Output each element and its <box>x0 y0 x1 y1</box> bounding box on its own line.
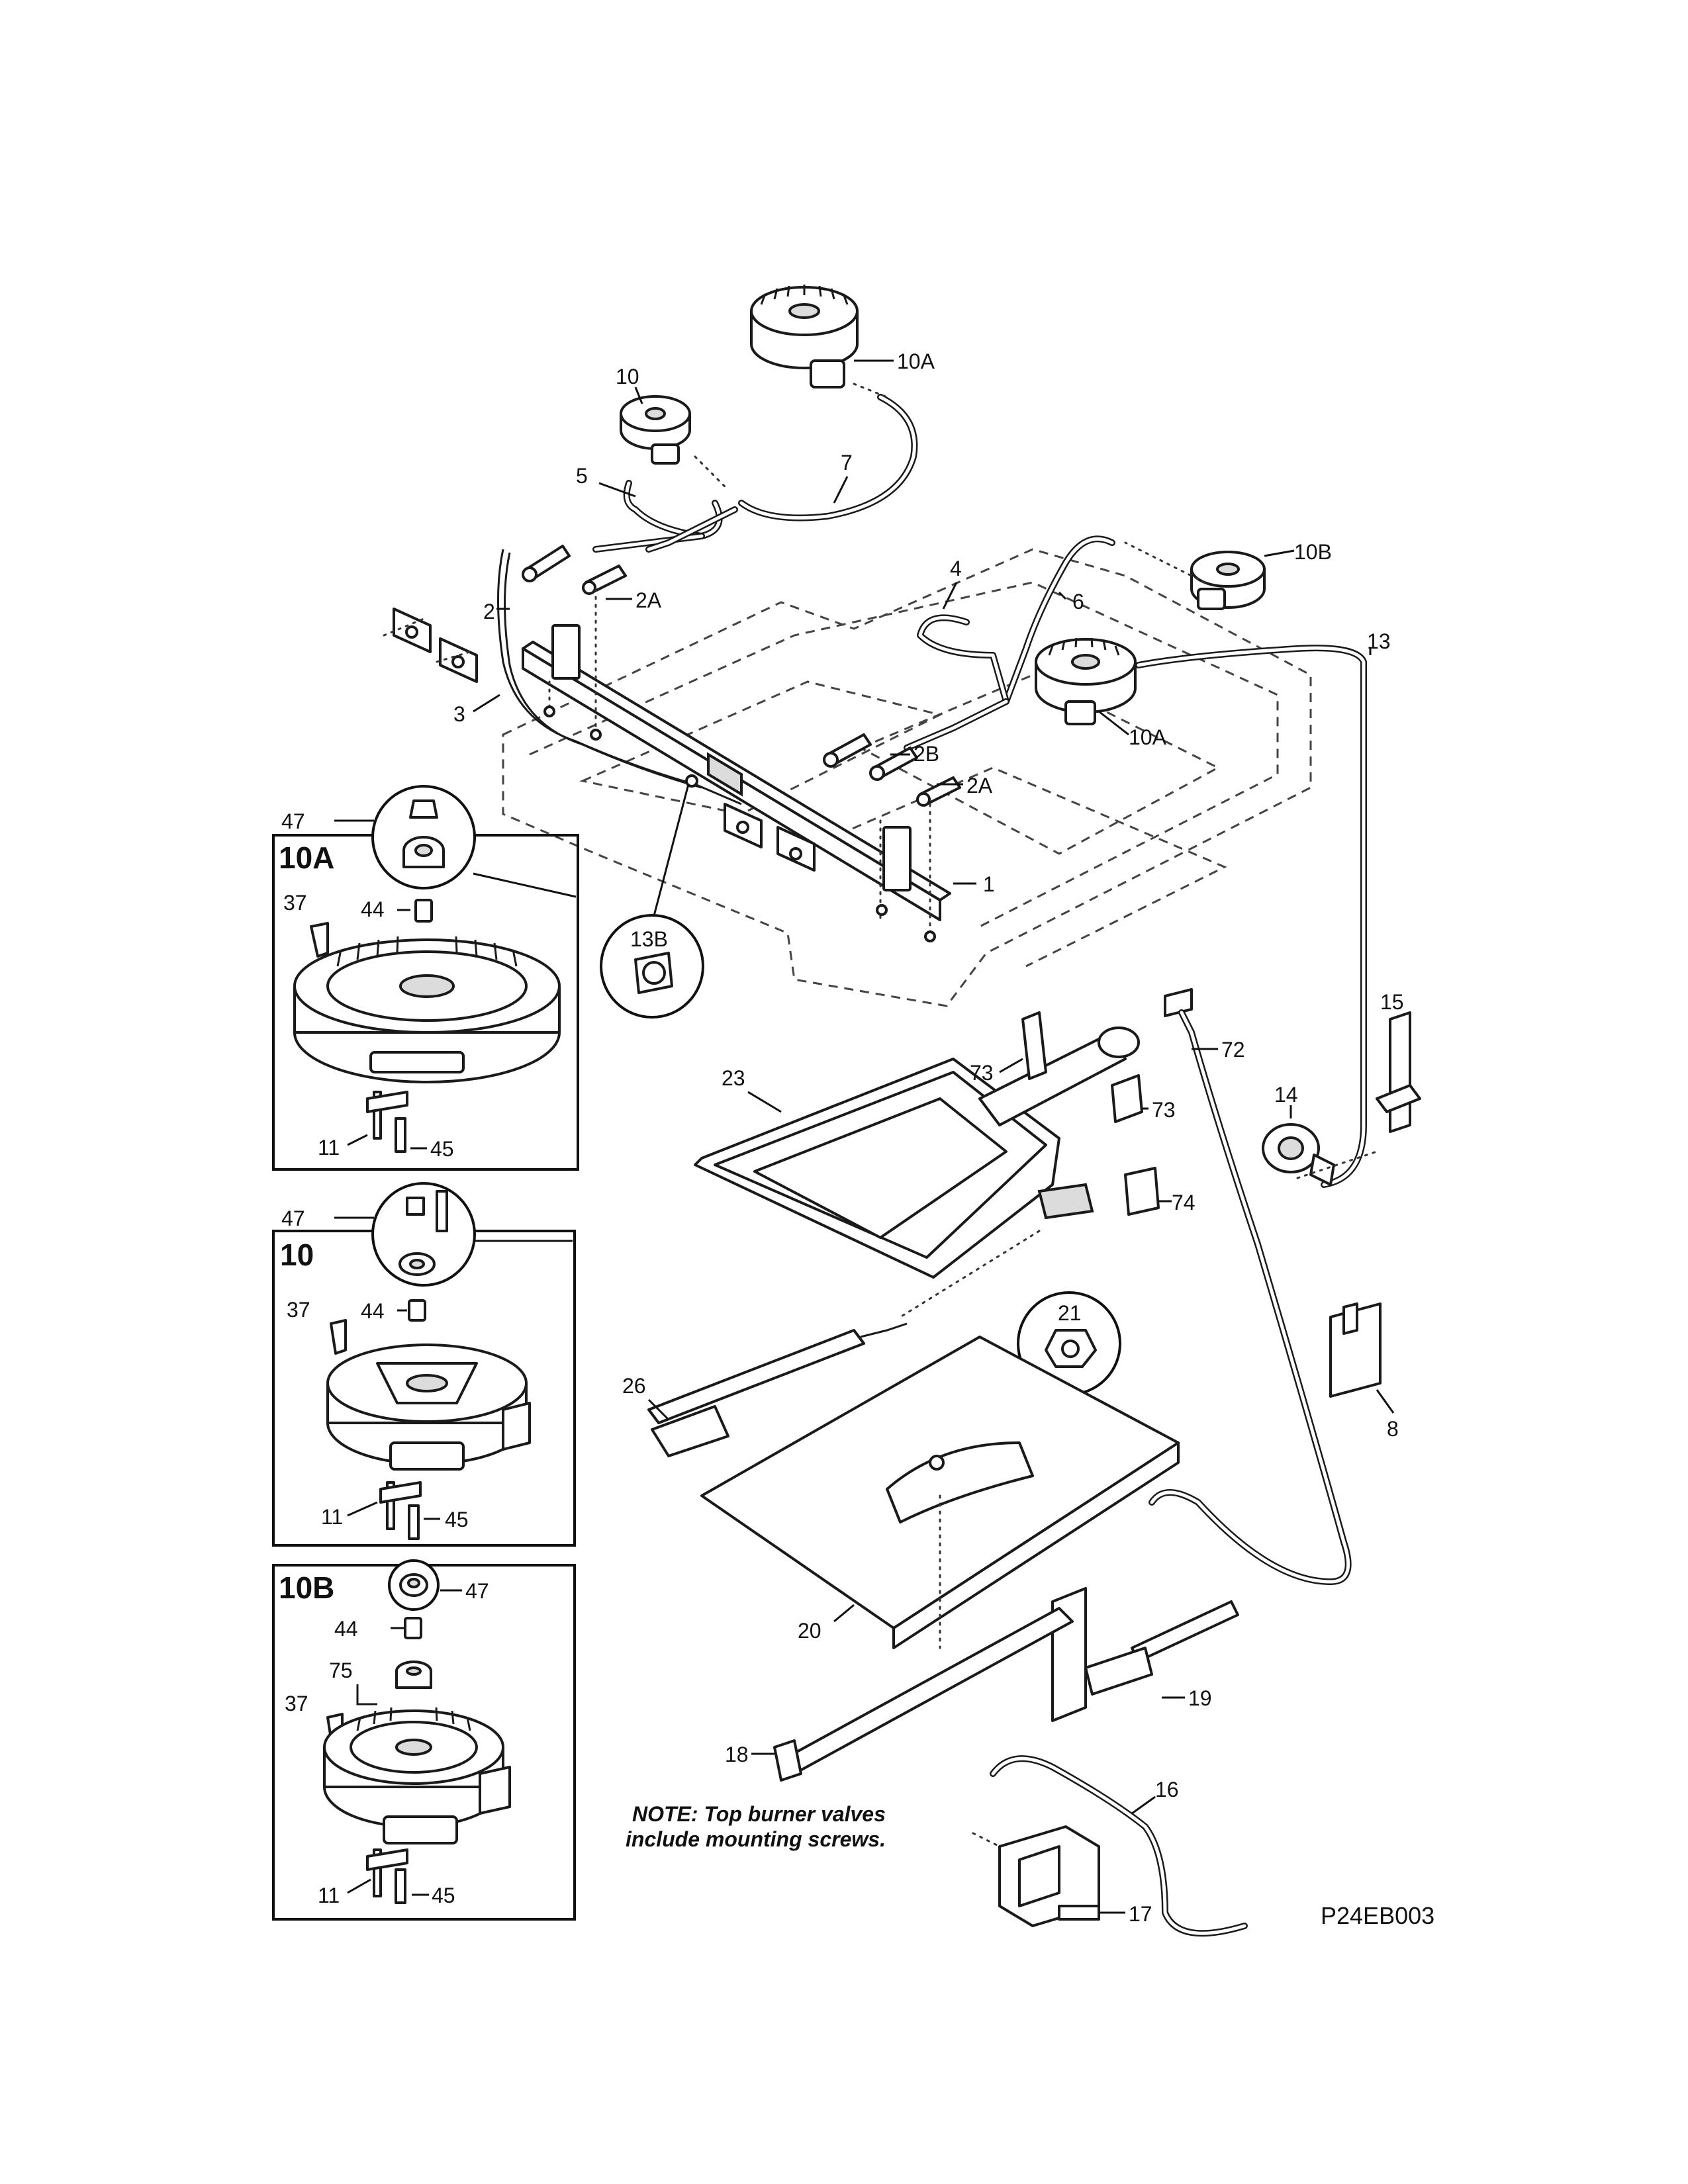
detail-10A-callout-47: 47 <box>281 809 305 833</box>
part-15-bracket <box>1376 1011 1421 1133</box>
callout-3: 3 <box>453 702 465 726</box>
part-26-igniter <box>647 1322 908 1457</box>
callout-10A-right: 10A <box>1129 725 1167 749</box>
callout-1: 1 <box>983 872 995 896</box>
detail-10B-callout-75: 75 <box>329 1659 353 1682</box>
callout-10A-top: 10A <box>897 349 935 373</box>
note-line-2: include mounting screws. <box>626 1827 886 1851</box>
callout-16: 16 <box>1155 1778 1179 1801</box>
detail-10A-callout-45: 45 <box>430 1137 454 1161</box>
alignment-lines-lower <box>899 1150 1378 1848</box>
callout-10B: 10B <box>1294 540 1332 564</box>
manifold-screws <box>543 705 936 942</box>
detail-10A-title: 10A <box>279 841 334 875</box>
callout-21: 21 <box>1058 1301 1082 1325</box>
callout-2A-left: 2A <box>635 588 662 612</box>
detail-box-10: 10 47 37 44 11 45 <box>272 1182 576 1547</box>
callout-18: 18 <box>725 1743 749 1766</box>
detail-box-10B: 10B 47 44 75 37 11 45 <box>272 1559 576 1921</box>
callout-73-b: 73 <box>1152 1098 1176 1122</box>
detail-10-callout-45: 45 <box>445 1508 469 1531</box>
detail-10B-callout-47: 47 <box>465 1579 489 1603</box>
callout-15: 15 <box>1380 990 1404 1014</box>
callout-74: 74 <box>1172 1191 1196 1214</box>
detail-10B-callout-11: 11 <box>318 1884 340 1907</box>
part-20-shield <box>700 1336 1180 1649</box>
callout-19: 19 <box>1188 1686 1212 1710</box>
manifold-bar <box>522 624 951 921</box>
callouts-top: 10A 10 7 5 2 2A 3 4 6 10B 13 10A 2B 2A 1… <box>453 349 1391 951</box>
callout-8: 8 <box>1387 1417 1399 1441</box>
callout-2: 2 <box>483 600 495 623</box>
detail-10A-callout-11: 11 <box>318 1136 340 1160</box>
callout-13B: 13B <box>630 927 668 951</box>
callout-4: 4 <box>950 557 962 580</box>
callout-26: 26 <box>622 1374 646 1398</box>
detail-10B-callout-44: 44 <box>334 1617 358 1641</box>
callout-2B: 2B <box>914 742 939 766</box>
detail-10B-callout-45: 45 <box>432 1884 455 1907</box>
callout-13: 13 <box>1367 629 1391 653</box>
detail-10-callout-37: 37 <box>287 1298 310 1322</box>
callout-14: 14 <box>1274 1083 1298 1107</box>
detail-10B-callout-37: 37 <box>285 1692 308 1715</box>
detail-10-title: 10 <box>280 1238 314 1272</box>
part-14-regulator <box>1262 1123 1335 1186</box>
callout-20: 20 <box>798 1619 821 1643</box>
part-17-valve <box>998 1825 1100 1927</box>
part-74-bracket <box>1124 1167 1160 1216</box>
range-frame-outline <box>502 548 1312 1007</box>
callout-5: 5 <box>576 464 588 488</box>
callout-17: 17 <box>1129 1902 1152 1926</box>
burner-10A-right <box>1035 637 1137 725</box>
part-8-relay <box>1329 1302 1382 1398</box>
callout-72: 72 <box>1221 1038 1245 1062</box>
diagram-code: P24EB003 <box>1321 1902 1434 1929</box>
gas-tubes-top <box>592 394 1367 1188</box>
detail-10A-callout-37: 37 <box>283 891 307 915</box>
burner-10A-top <box>750 285 859 388</box>
part-16-tube <box>990 1755 1248 1937</box>
detail-10-callout-47: 47 <box>281 1206 305 1230</box>
callout-23: 23 <box>722 1066 745 1090</box>
note-line-1: NOTE: Top burner valves <box>632 1802 886 1826</box>
callouts-lower: 15 14 72 73 73 23 74 21 26 8 20 19 18 16… <box>622 990 1404 1926</box>
part-73-brackets <box>1021 1011 1143 1123</box>
oven-burner-tube <box>978 1026 1140 1126</box>
detail-box-10A: 10A 47 37 44 11 45 <box>272 785 579 1171</box>
detail-10B-title: 10B <box>279 1570 334 1605</box>
valve-brackets <box>393 608 816 872</box>
callout-10: 10 <box>616 365 639 388</box>
callout-7: 7 <box>841 451 853 475</box>
detail-10-callout-11: 11 <box>321 1505 343 1529</box>
burner-10B-top <box>1190 551 1266 610</box>
callout-73-a: 73 <box>970 1061 994 1085</box>
callout-2A-right: 2A <box>966 774 993 797</box>
part-72-igniter <box>1149 988 1352 1585</box>
part-23-baffle <box>694 1058 1094 1279</box>
detail-10A-callout-44: 44 <box>361 897 385 921</box>
part-18-burner <box>773 1607 1074 1782</box>
wire-harness-3 <box>497 549 742 805</box>
callout-6: 6 <box>1072 590 1084 614</box>
detail-13B-circle <box>600 784 704 1019</box>
burner-10-top <box>620 395 691 465</box>
detail-10-callout-44: 44 <box>361 1299 385 1323</box>
